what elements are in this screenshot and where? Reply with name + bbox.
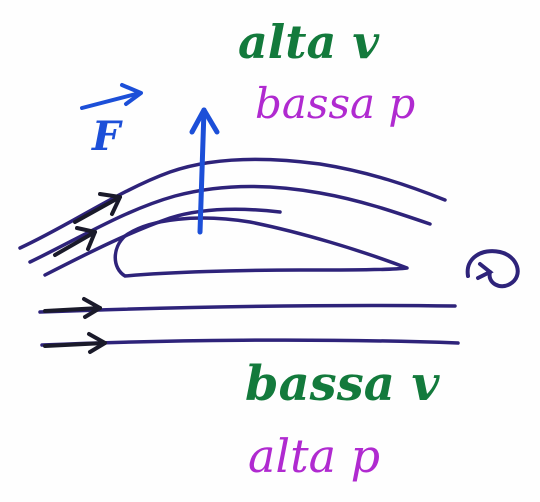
- streamline-top-middle: [28, 184, 432, 264]
- bottom-pressure-label: alta p: [248, 429, 380, 483]
- flow-arrow-top: [73, 192, 122, 224]
- wing-airfoil: [113, 216, 409, 278]
- streamline-top-inner: [43, 207, 282, 277]
- flow-arrow-bottom-1: [43, 297, 102, 319]
- flow-arrow-upper-mid: [53, 226, 97, 257]
- streamline-top-outer: [18, 157, 447, 250]
- force-arrow: [189, 107, 220, 235]
- force-label: F: [91, 113, 123, 160]
- force-vector-bar-icon: [80, 83, 143, 110]
- vortex-icon: [465, 249, 520, 289]
- streamline-bottom-1: [38, 303, 457, 314]
- flow-arrow-bottom-2: [43, 332, 107, 354]
- top-pressure-label: bassa p: [255, 79, 415, 128]
- top-velocity-label: alta v: [238, 15, 380, 69]
- bottom-velocity-label: bassa v: [245, 356, 441, 412]
